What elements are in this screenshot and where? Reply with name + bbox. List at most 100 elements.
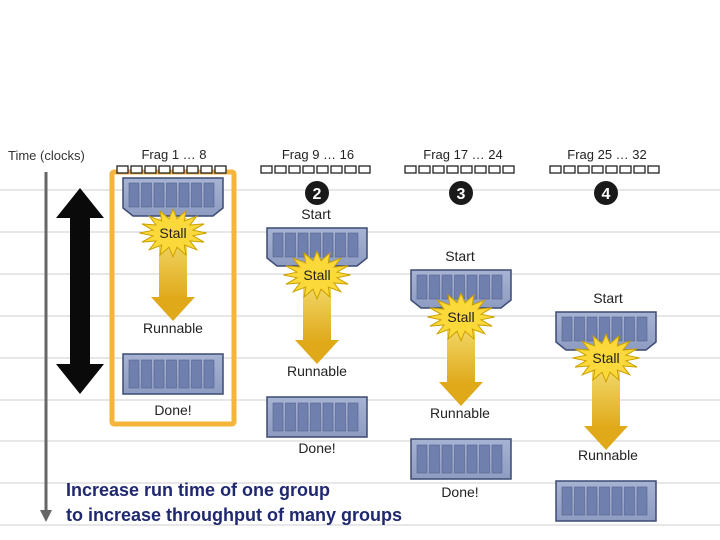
register-cell-g1-6: [186, 165, 199, 174]
stall-label-group-2: Stall: [303, 267, 330, 283]
register-cell-g1-3: [144, 165, 157, 174]
done-block-cell-g2-1: [272, 402, 284, 432]
start-block-cell-g2-6: [335, 232, 346, 258]
stall-label-group-1: Stall: [159, 225, 186, 241]
done-block-cell-g3-7: [491, 444, 503, 474]
done-block-cell-g1-6: [191, 359, 202, 389]
register-cell-g3-2: [418, 165, 431, 174]
register-cell-g1-1: [116, 165, 129, 174]
stall-label-group-4: Stall: [592, 350, 619, 366]
register-cell-g1-7: [200, 165, 213, 174]
number-badge-2: [305, 181, 329, 205]
done-block-cell-g2-3: [297, 402, 309, 432]
start-block-cell-g1-2: [141, 182, 152, 208]
register-cell-g4-5: [605, 165, 618, 174]
start-block-cell-g3-1: [416, 274, 428, 300]
start-label-group-2: Start: [301, 206, 331, 222]
done-block-cell-g1-3: [153, 359, 165, 389]
frag-label-group-4: Frag 25 … 32: [567, 147, 647, 162]
done-label-group-1: Done!: [154, 402, 192, 418]
done-block-cell-g3-6: [479, 444, 490, 474]
start-block-cell-g2-5: [322, 232, 334, 258]
register-cell-g4-2: [563, 165, 576, 174]
done-block-cell-g3-1: [416, 444, 428, 474]
runnable-arrow-head-4: [584, 426, 628, 450]
runnable-label-group-1: Runnable: [143, 320, 203, 336]
done-block-cell-g1-1: [128, 359, 140, 389]
register-cell-g2-1: [260, 165, 273, 174]
stall-starburst-3: [427, 291, 495, 343]
register-cell-g2-3: [288, 165, 301, 174]
done-label-group-3: Done!: [441, 484, 479, 500]
done-block-cell-g4-5: [611, 486, 623, 516]
done-block-cell-g2-2: [285, 402, 296, 432]
register-cell-g2-2: [274, 165, 287, 174]
number-badge-4: [594, 181, 618, 205]
start-block-cell-g1-6: [191, 182, 202, 208]
start-block-cell-g2-3: [297, 232, 309, 258]
runnable-arrow-head-1: [151, 297, 195, 321]
register-cell-g4-8: [647, 165, 660, 174]
number-badge-text-2: 2: [313, 186, 322, 203]
start-block-cell-g1-4: [166, 182, 177, 208]
done-block-cell-g1-2: [141, 359, 152, 389]
frag-label-group-1: Frag 1 … 8: [141, 147, 207, 162]
done-block-cell-g1-4: [166, 359, 177, 389]
register-cell-g4-1: [549, 165, 562, 174]
start-block-cell-g3-2: [429, 274, 440, 300]
runnable-arrow-head-2: [295, 340, 339, 364]
number-badge-text-3: 3: [457, 186, 466, 203]
register-cell-g4-7: [633, 165, 646, 174]
register-cell-g1-8: [214, 165, 227, 174]
start-block-cell-g2-2: [285, 232, 296, 258]
done-block-cell-g3-4: [454, 444, 465, 474]
register-cell-g3-4: [446, 165, 459, 174]
done-block-cell-g3-5: [466, 444, 478, 474]
footer-line-1: Increase run time of one group: [66, 480, 331, 500]
start-block-cell-g1-5: [178, 182, 190, 208]
done-label-group-2: Done!: [298, 440, 336, 456]
done-block-cell-g4-7: [636, 486, 648, 516]
start-block-cell-g4-6: [624, 316, 635, 342]
start-block-cell-g3-5: [466, 274, 478, 300]
register-cell-g3-3: [432, 165, 445, 174]
number-badge-3: [449, 181, 473, 205]
register-cell-g4-3: [577, 165, 590, 174]
double-headed-arrow: [56, 188, 104, 394]
start-block-cell-g4-1: [561, 316, 573, 342]
register-cell-g2-5: [316, 165, 329, 174]
stall-starburst-4: [572, 332, 640, 384]
start-block-cell-g2-4: [310, 232, 321, 258]
footer-line-2: to increase throughput of many groups: [66, 505, 403, 525]
start-label-group-4: Start: [593, 290, 623, 306]
runnable-label-group-3: Runnable: [430, 405, 490, 421]
stall-starburst-2: [283, 249, 351, 301]
done-block-cell-g4-4: [599, 486, 610, 516]
done-block-cell-g1-5: [178, 359, 190, 389]
start-block-cell-g4-7: [636, 316, 648, 342]
done-block-cell-g4-2: [574, 486, 585, 516]
done-block-cell-g2-5: [322, 402, 334, 432]
done-block-cell-g2-7: [347, 402, 359, 432]
runnable-label-group-4: Runnable: [578, 447, 638, 463]
register-cell-g4-6: [619, 165, 632, 174]
register-cell-g2-8: [358, 165, 371, 174]
time-axis-label: Time (clocks): [8, 148, 85, 163]
done-block-cell-g3-2: [429, 444, 440, 474]
done-block-cell-g2-4: [310, 402, 321, 432]
start-block-cell-g2-7: [347, 232, 359, 258]
done-block-cell-g4-1: [561, 486, 573, 516]
stall-starburst-1: [139, 207, 207, 259]
start-block-cell-g1-1: [128, 182, 140, 208]
start-block-cell-g3-7: [491, 274, 503, 300]
register-cell-g2-7: [344, 165, 357, 174]
start-block-cell-g4-2: [574, 316, 585, 342]
start-label-group-3: Start: [445, 248, 475, 264]
register-cell-g2-6: [330, 165, 343, 174]
register-cell-g3-8: [502, 165, 515, 174]
register-cell-g4-4: [591, 165, 604, 174]
number-badge-text-4: 4: [602, 186, 611, 203]
frag-label-group-2: Frag 9 … 16: [281, 147, 355, 162]
